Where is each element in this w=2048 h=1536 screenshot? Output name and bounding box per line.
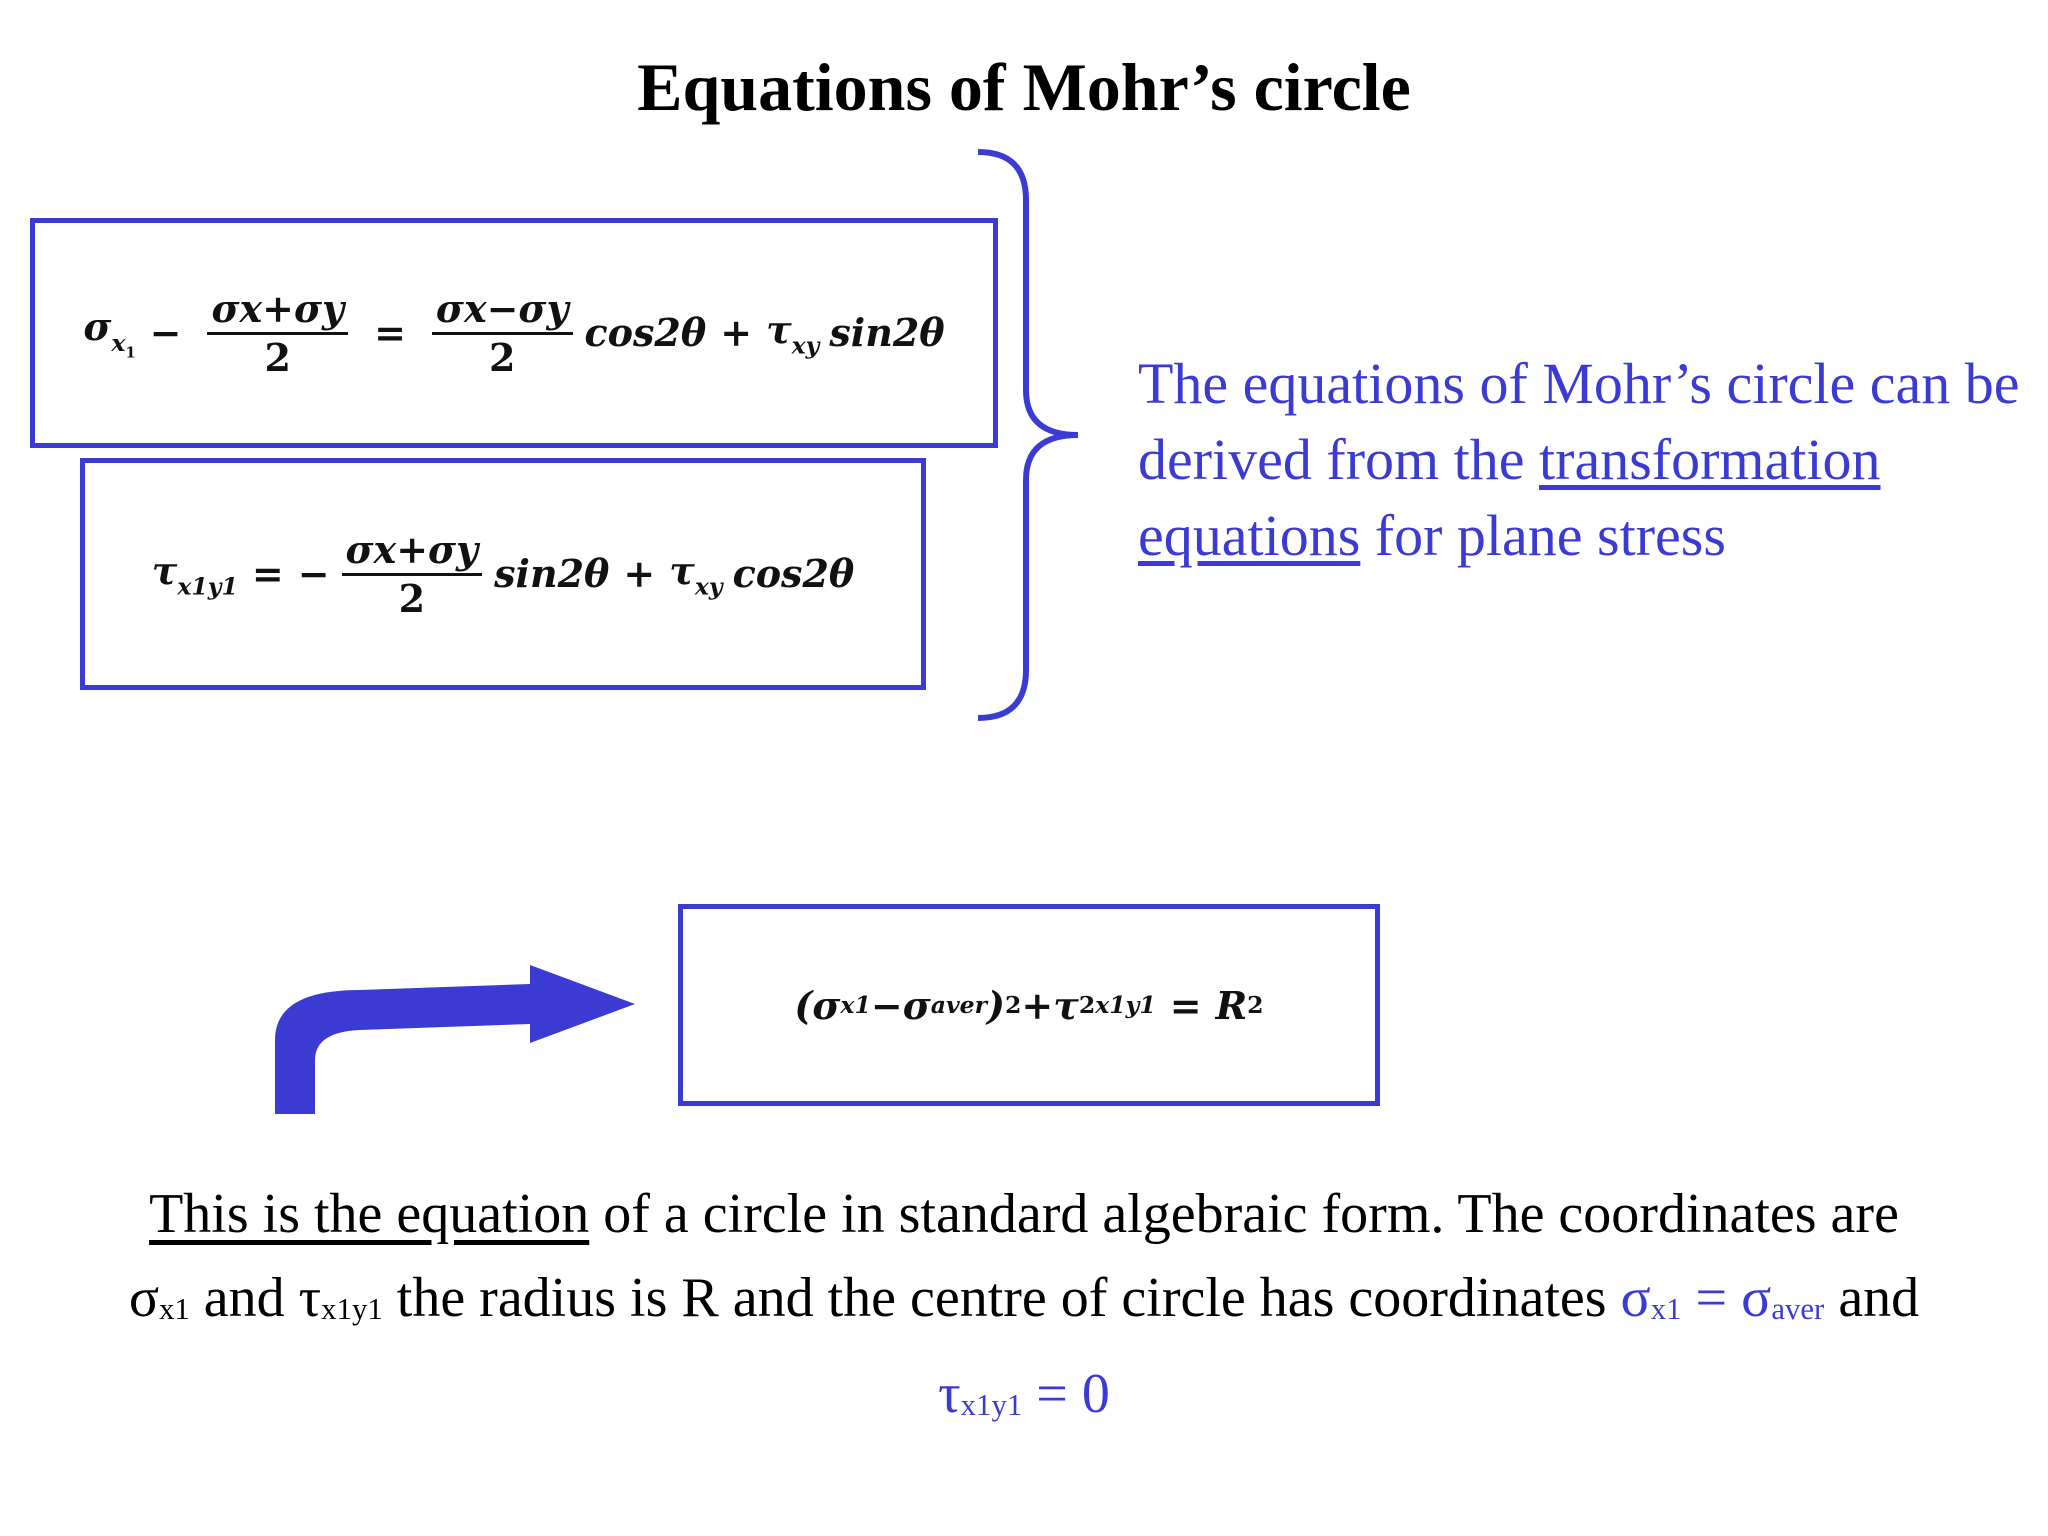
eq1-cos-term: cos2θ xyxy=(584,310,707,356)
equation-sigma-x1: σx1 − σx+σy 2 = σx−σy 2 cos2θ + τxy sin2… xyxy=(83,287,944,379)
centre-tau-coordinate: τx1y1 = 0 xyxy=(0,1362,2048,1426)
eq1-minus: − xyxy=(149,310,182,356)
last-tau-sub: x1y1 xyxy=(960,1388,1023,1423)
equation-box-sigma: σx1 − σx+σy 2 = σx−σy 2 cos2θ + τxy sin2… xyxy=(30,218,998,448)
circle-explanation: This is the equation of a circle in stan… xyxy=(0,1172,2048,1351)
derivation-note: The equations of Mohr’s circle can be de… xyxy=(1138,346,2038,574)
explanation-sigma-sub: x1 xyxy=(159,1292,190,1327)
eq1-sin-term: sin2θ xyxy=(829,310,945,356)
centre-sigma-sub: x1 xyxy=(1650,1292,1682,1327)
note-text-start: The equations of Mohr’s circle can be de… xyxy=(1138,351,2020,492)
eq2-fraction: σx+σy 2 xyxy=(341,528,483,622)
right-brace xyxy=(977,149,1079,721)
equation-box-tau: τx1y1 = − σx+σy 2 sin2θ + τxy cos2θ xyxy=(80,458,926,690)
equation-link[interactable]: This is the equation xyxy=(149,1183,590,1245)
eq3-open: (σ xyxy=(794,982,841,1028)
eq3-minus-sigma: −σ xyxy=(870,982,931,1028)
eq1-fraction-sum-denominator: 2 xyxy=(264,335,291,381)
explanation-rest-1: of a circle in standard algebraic form. … xyxy=(589,1183,1899,1245)
eq3-plus-tau: +τ xyxy=(1021,982,1079,1028)
eq1-fraction-sum: σx+σy 2 xyxy=(207,287,349,381)
page-title: Equations of Mohr’s circle xyxy=(637,49,1411,125)
explanation-line-2: σx1 and τx1y1 the radius is R and the ce… xyxy=(0,1256,2048,1351)
eq1-equals: = xyxy=(374,310,406,356)
explanation-and-2: and xyxy=(1824,1267,1920,1329)
eq2-minus: − xyxy=(297,551,330,597)
eq1-lhs-var: σ xyxy=(83,304,112,350)
equation-tau-x1y1: τx1y1 = − σx+σy 2 sin2θ + τxy cos2θ xyxy=(152,528,854,620)
last-equals-zero: = 0 xyxy=(1022,1363,1110,1425)
eq3-close: ) xyxy=(987,982,1006,1028)
eq2-equals: = xyxy=(251,551,284,597)
transformation-equations-link[interactable]: transformation equations xyxy=(1138,427,1881,568)
eq3-sub-aver: aver xyxy=(930,991,988,1019)
eq3-equals: = xyxy=(1169,982,1202,1028)
eq2-tau-sub: xy xyxy=(694,572,723,601)
eq1-lhs-sub-1: 1 xyxy=(125,344,136,362)
eq1-plus: + xyxy=(720,310,753,356)
eq3-sub-x1: x1 xyxy=(840,991,871,1019)
centre-sigma: σ xyxy=(1620,1267,1651,1329)
eq1-tau-sub: xy xyxy=(791,331,820,360)
eq2-lhs-sub: x1y1 xyxy=(177,572,238,601)
eq1-fraction-diff: σx−σy 2 xyxy=(431,287,573,381)
eq1-fraction-diff-numerator: σx−σy xyxy=(431,287,573,336)
eq1-fraction-sum-numerator: σx+σy xyxy=(207,287,349,336)
eq1-lhs-sub-x: x xyxy=(111,329,126,357)
centre-equals-sigma: = σ xyxy=(1681,1267,1772,1329)
last-tau: τ xyxy=(938,1363,961,1425)
eq2-fraction-numerator: σx+σy xyxy=(341,528,483,577)
explanation-and: and xyxy=(189,1267,299,1329)
eq2-cos-term: cos2θ xyxy=(732,551,855,597)
explanation-sigma: σ xyxy=(128,1267,159,1329)
eq2-sin-term: sin2θ xyxy=(494,551,610,597)
eq1-fraction-diff-denominator: 2 xyxy=(489,335,516,381)
eq2-plus: + xyxy=(623,551,656,597)
eq3-sub-x1y1: x1y1 xyxy=(1095,991,1156,1019)
eq3-exp-3: 2 xyxy=(1247,991,1264,1019)
eq2-lhs-var: τ xyxy=(151,547,178,593)
explanation-rest-2: the radius is R and the centre of circle… xyxy=(382,1267,1621,1329)
eq2-tau: τ xyxy=(669,547,695,593)
explanation-tau-sub: x1y1 xyxy=(321,1292,383,1327)
eq3-exp-1: 2 xyxy=(1005,991,1022,1019)
eq3-rhs: R xyxy=(1215,982,1248,1028)
eq2-fraction-denominator: 2 xyxy=(398,576,426,622)
eq1-tau: τ xyxy=(766,306,792,352)
eq3-exp-2: 2 xyxy=(1078,991,1096,1019)
curved-arrow-icon xyxy=(275,965,635,1114)
note-text-end: for plane stress xyxy=(1360,503,1726,568)
explanation-tau: τ xyxy=(298,1267,322,1329)
centre-aver-sub: aver xyxy=(1771,1292,1825,1327)
explanation-line-1: This is the equation of a circle in stan… xyxy=(0,1172,2048,1256)
